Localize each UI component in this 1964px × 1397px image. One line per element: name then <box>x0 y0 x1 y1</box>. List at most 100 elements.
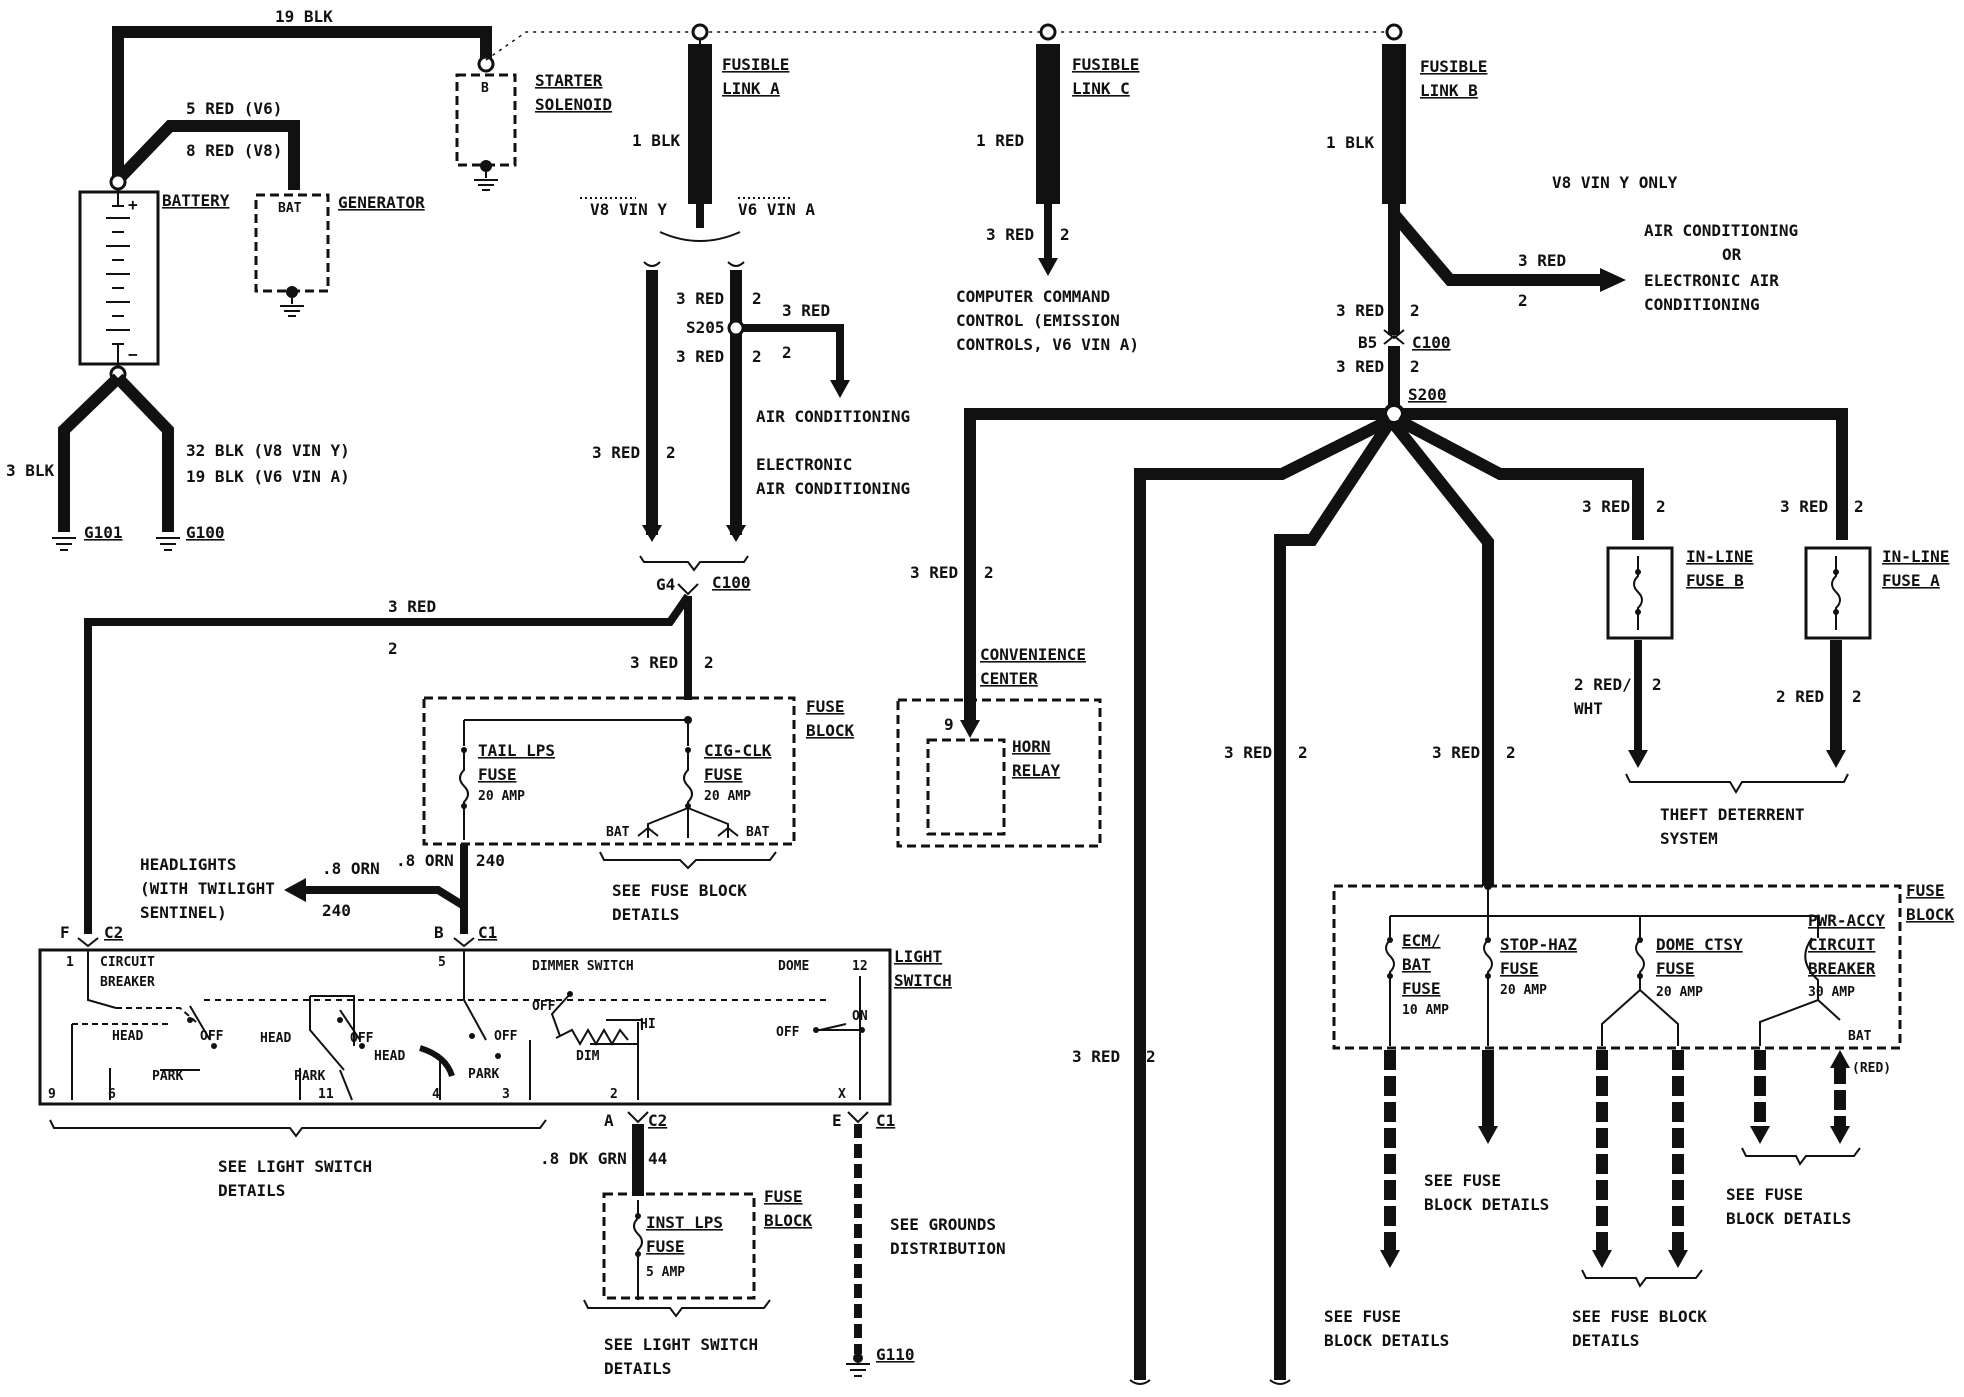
pwr-label2: CIRCUIT <box>1808 935 1875 954</box>
flB-3red-b: 3 RED <box>1336 357 1384 376</box>
ls-pin12: 12 <box>852 959 868 974</box>
offD: OFF <box>532 999 556 1014</box>
sfb-label2: DETAILS <box>612 905 679 924</box>
ilA-2-b: 2 <box>1852 687 1862 706</box>
pwr-label1: PWR-ACCY <box>1808 911 1885 930</box>
n44-label: 44 <box>648 1149 667 1168</box>
flB-2-a: 2 <box>1410 301 1420 320</box>
arrow-ccc <box>1038 258 1058 276</box>
hi-label: HI <box>640 1017 656 1032</box>
dome-ctsy-label1: DOME CTSY <box>1656 935 1743 954</box>
sls-label4: DETAILS <box>604 1359 671 1378</box>
fb2-label1: FUSE <box>764 1187 803 1206</box>
flB-3red-a: 3 RED <box>1336 301 1384 320</box>
parkB: PARK <box>294 1069 325 1084</box>
tail-label2: FUSE <box>478 765 517 784</box>
flC-2: 2 <box>1060 225 1070 244</box>
g4-label: G4 <box>656 575 675 594</box>
ilA-3red: 3 RED <box>1780 497 1828 516</box>
n240-label1: 240 <box>322 901 351 920</box>
ilB-2-b: 2 <box>1652 675 1662 694</box>
inst-label2: FUSE <box>646 1237 685 1256</box>
eac-label2: AIR CONDITIONING <box>756 479 910 498</box>
sfd-label6: BLOCK DETAILS <box>1324 1331 1449 1350</box>
headB: HEAD <box>260 1031 291 1046</box>
headlight-wire: HEADLIGHTS (WITH TWILIGHT SENTINEL) .8 O… <box>140 844 505 934</box>
ilA-label2: FUSE A <box>1882 571 1940 590</box>
ls-label1: LIGHT <box>894 947 942 966</box>
offA: OFF <box>200 1029 224 1044</box>
wire-ac <box>742 324 844 382</box>
arrow-right <box>726 525 746 542</box>
arrow-ac-or <box>1600 268 1626 292</box>
pwr-label4: 30 AMP <box>1808 985 1855 1000</box>
dome-ctsy-label2: FUSE <box>1656 959 1695 978</box>
acor-3red: 3 RED <box>1518 251 1566 270</box>
pin-b: B <box>434 923 444 942</box>
ilA-2red: 2 RED <box>1776 687 1824 706</box>
flA-label2: LINK A <box>722 79 780 98</box>
horn-label1: HORN <box>1012 737 1051 756</box>
gen-bat: BAT <box>278 201 302 216</box>
battery-section: 19 BLK B STARTER SOLENOID 5 RED (V6) 8 R… <box>6 7 1403 551</box>
conv-pin9: 9 <box>944 715 954 734</box>
fb3-label2: BLOCK <box>1906 905 1955 924</box>
g110-label: G110 <box>876 1345 915 1364</box>
flA-2-c: 2 <box>666 443 676 462</box>
fb1-bat2: BAT <box>746 825 770 840</box>
gen-ground-icon <box>280 298 304 317</box>
light-switch: F C2 B C1 LIGHT SWITCH 1 CIRCUIT BREAKER… <box>38 923 952 1200</box>
wire-2-c: 2 <box>1146 1047 1156 1066</box>
headA: HEAD <box>112 1029 143 1044</box>
b5-label: B5 <box>1358 333 1377 352</box>
flC-label1: FUSIBLE <box>1072 55 1139 74</box>
arrow-ac <box>830 380 850 398</box>
cb-label1: CIRCUIT <box>100 955 155 970</box>
tail-label3: 20 AMP <box>478 789 525 804</box>
inst-label1: INST LPS <box>646 1213 723 1232</box>
cig-label3: 20 AMP <box>704 789 751 804</box>
label-5-red: 5 RED (V6) <box>186 99 282 118</box>
pwr-label3: BREAKER <box>1808 959 1876 978</box>
horn-label2: RELAY <box>1012 761 1061 780</box>
flA-2-a: 2 <box>752 289 762 308</box>
parkA: PARK <box>152 1069 183 1084</box>
dim-label: DIM <box>576 1049 600 1064</box>
pin-e: E <box>832 1111 842 1130</box>
fb3-bat: BAT <box>1848 1029 1872 1044</box>
ccc-label1: COMPUTER COMMAND <box>956 287 1110 306</box>
cig-label1: CIG-CLK <box>704 741 772 760</box>
c2-label-b: C2 <box>648 1111 667 1130</box>
c100-label-b: C100 <box>1412 333 1451 352</box>
ls-pin1: 1 <box>66 955 74 970</box>
fusible-link-a-body <box>688 44 712 204</box>
sls-label1: SEE LIGHT SWITCH <box>218 1157 372 1176</box>
node-flC <box>1039 23 1057 41</box>
ls-pin4: 4 <box>432 1087 440 1102</box>
sfd-label2: BLOCK DETAILS <box>1424 1195 1549 1214</box>
flB-label1: FUSIBLE <box>1420 57 1487 76</box>
battery-label: BATTERY <box>162 191 230 210</box>
ecm-label2: BAT <box>1402 955 1431 974</box>
fusible-link-c: FUSIBLE LINK C 1 RED 3 RED 2 COMPUTER CO… <box>956 44 1139 354</box>
wire-2-a: 2 <box>1298 743 1308 762</box>
sfd-label4: BLOCK DETAILS <box>1726 1209 1851 1228</box>
head-label2: (WITH TWILIGHT <box>140 879 275 898</box>
dimmer-label: DIMMER SWITCH <box>532 959 634 974</box>
feed-3red: 3 RED <box>388 597 436 616</box>
wire-32-blk <box>113 373 174 532</box>
sfd-label7: SEE FUSE BLOCK <box>1572 1307 1707 1326</box>
starter-b: B <box>481 81 489 96</box>
ls-outputs: A C2 E C1 G110 .8 DK GRN 44 SEE GROUNDS … <box>540 1111 1006 1378</box>
node-flA <box>691 23 709 41</box>
sfd-label8: DETAILS <box>1572 1331 1639 1350</box>
s200-label: S200 <box>1408 385 1447 404</box>
conv-label1: CONVENIENCE <box>980 645 1086 664</box>
fuse-block-3: FUSE BLOCK ECM/ BAT FUSE 10 AMP STOP-HAZ… <box>1324 881 1955 1350</box>
fusible-link-b: FUSIBLE LINK B 1 BLK V8 VIN Y ONLY 3 RED… <box>1326 44 1798 425</box>
fb2-label2: BLOCK <box>764 1211 813 1230</box>
flA-2-b: 2 <box>752 347 762 366</box>
c1-label-b: C1 <box>876 1111 895 1130</box>
ilB-label1: IN-LINE <box>1686 547 1753 566</box>
sfd-label3: SEE FUSE <box>1726 1185 1803 1204</box>
